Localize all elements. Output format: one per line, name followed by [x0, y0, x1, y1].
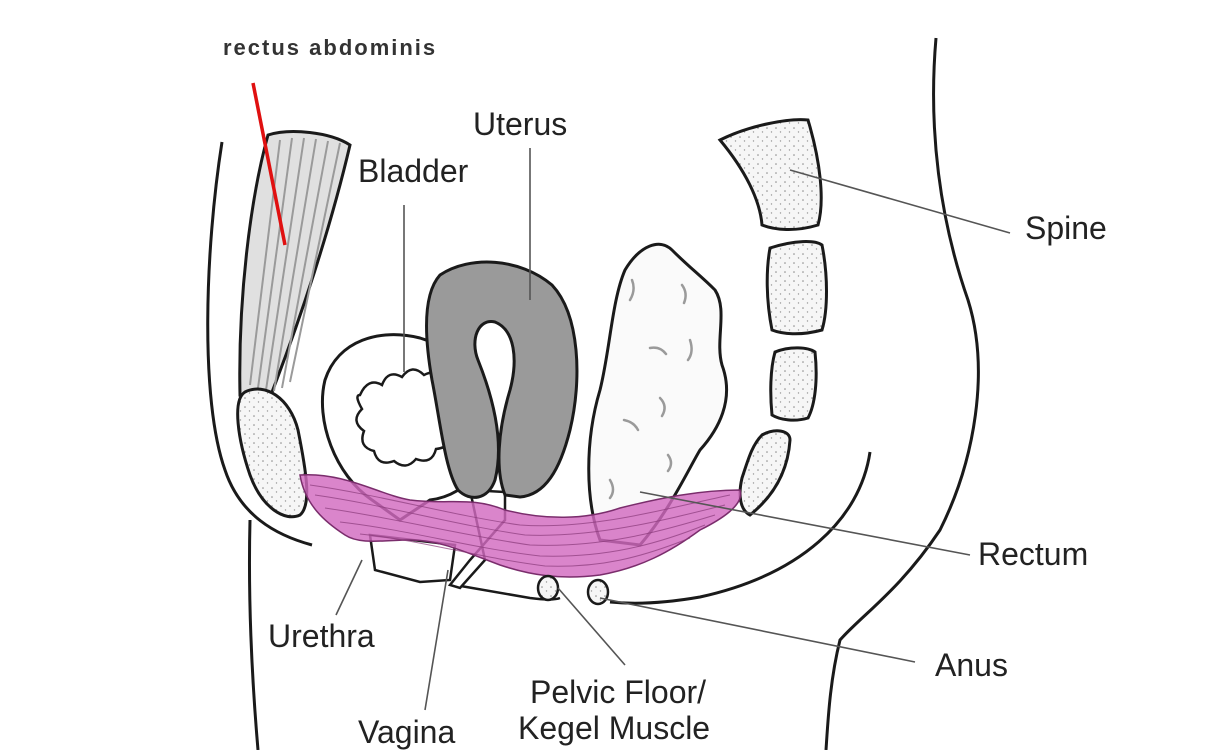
leader-anus — [599, 597, 916, 663]
body-back-outline — [824, 37, 980, 750]
label-pelvic-floor-line1: Pelvic Floor/ — [530, 674, 707, 710]
label-urethra: Urethra — [268, 618, 375, 654]
leader-rectum — [639, 491, 971, 556]
anus-structures — [536, 574, 610, 606]
leader-vagina — [424, 569, 449, 711]
label-rectum: Rectum — [978, 536, 1089, 572]
thigh-front-outline — [247, 519, 260, 750]
label-uterus: Uterus — [473, 106, 568, 142]
vertebra-1 — [717, 118, 823, 231]
rectus-pointer-line — [251, 82, 287, 246]
buttock-curve — [609, 451, 872, 605]
leader-urethra — [335, 559, 363, 616]
label-anus: Anus — [935, 647, 1008, 683]
label-pelvic-floor-line2: Kegel Muscle — [518, 710, 711, 746]
leader-spine — [789, 169, 1011, 234]
body-front-outline — [206, 141, 313, 547]
pelvic-floor-muscle — [299, 474, 742, 578]
leader-lines — [335, 148, 1011, 711]
uterus — [425, 260, 579, 499]
rectum-folds — [608, 278, 693, 500]
label-spine: Spine — [1025, 210, 1107, 246]
label-rectus-abdominis: rectus abdominis — [223, 35, 438, 60]
vertebra-2 — [765, 240, 828, 336]
pubic-bone — [236, 387, 309, 519]
leader-pelvic-floor — [557, 587, 626, 666]
label-bladder: Bladder — [358, 153, 469, 189]
vertebra-4 — [738, 429, 792, 517]
rectum — [587, 242, 728, 547]
rectus-striations — [249, 137, 341, 392]
vertebra-3 — [769, 346, 818, 422]
label-vagina: Vagina — [358, 714, 456, 750]
pelvic-floor-fibers — [309, 484, 731, 567]
